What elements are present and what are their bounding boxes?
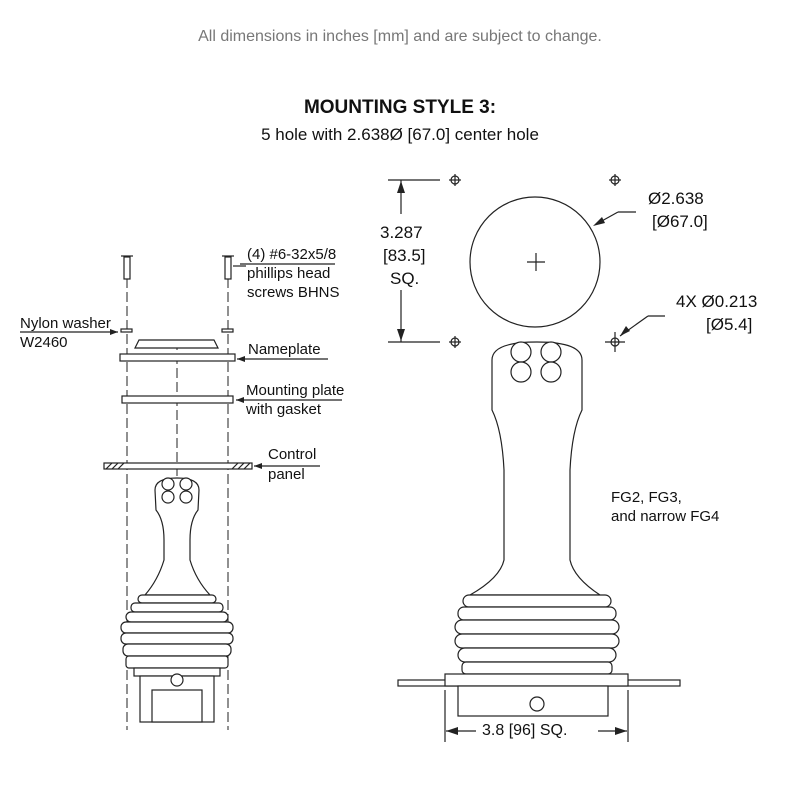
washer-right: [221, 328, 234, 333]
mounting-plate-label-1: Mounting plate: [246, 382, 345, 399]
screw-right: [222, 255, 234, 280]
control-panel-label-2: panel: [268, 466, 305, 483]
base-dim: 3.8 [96] SQ.: [482, 722, 568, 739]
square-dim-2: [83.5]: [383, 246, 426, 265]
center-hole-dim-1: Ø2.638: [648, 189, 704, 208]
page-subtitle: 5 hole with 2.638Ø [67.0] center hole: [261, 125, 539, 144]
screw-label-2: phillips head: [247, 265, 331, 282]
mounting-view: [388, 174, 681, 742]
screw-left: [121, 255, 133, 280]
washer-label-1: Nylon washer: [20, 315, 111, 332]
washer-left: [120, 328, 133, 333]
square-dim-3: SQ.: [390, 269, 420, 288]
mounting-plate: [121, 395, 234, 404]
exploded-view: [20, 255, 342, 730]
holes-dim-1: 4X Ø0.213: [676, 292, 758, 311]
center-hole: [469, 196, 601, 328]
screw-label-1: (4) #6-32x5/8: [247, 246, 337, 263]
control-panel-label-1: Control: [268, 446, 317, 463]
washer-label-2: W2460: [20, 334, 68, 351]
joystick-side: [120, 477, 234, 723]
nameplate-ring: [134, 339, 219, 349]
joystick-front: [397, 341, 681, 717]
models-label-1: FG2, FG3,: [611, 489, 682, 506]
mount-hole-icons: [449, 174, 625, 352]
dimension-note: All dimensions in inches [mm] and are su…: [198, 28, 602, 45]
leader-lines: [20, 263, 342, 469]
models-label-2: and narrow FG4: [611, 508, 720, 525]
holes-dim-2: [Ø5.4]: [706, 315, 753, 334]
mounting-plate-label-2: with gasket: [246, 401, 322, 418]
screw-label-3: screws BHNS: [247, 284, 340, 301]
control-panel: [103, 462, 253, 470]
center-hole-dim-2: [Ø67.0]: [652, 212, 708, 231]
page-title: MOUNTING STYLE 3:: [303, 97, 497, 118]
nameplate: [119, 353, 236, 362]
nameplate-label: Nameplate: [248, 341, 321, 358]
square-dim-1: 3.287: [380, 223, 423, 242]
